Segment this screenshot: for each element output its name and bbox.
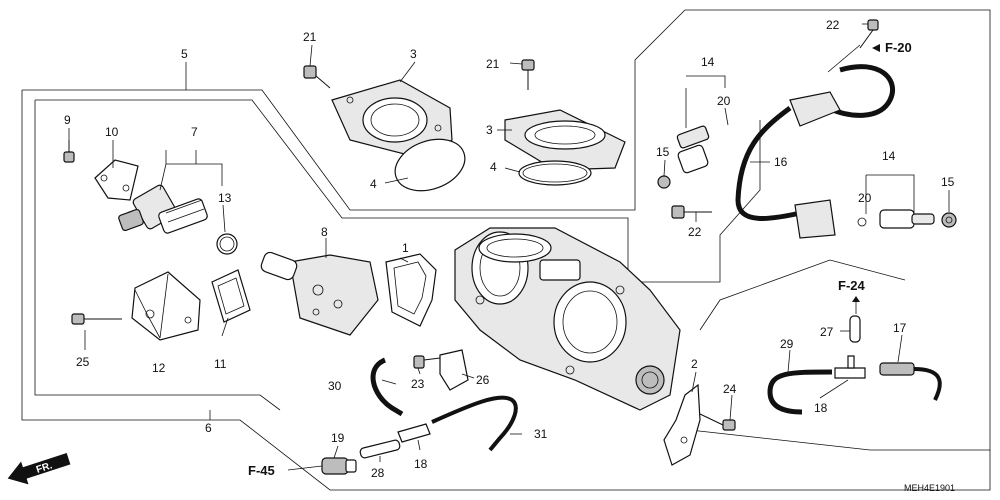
bolt-24 bbox=[699, 413, 736, 431]
bolt-22-lower bbox=[671, 205, 712, 219]
callout-27: 27 bbox=[820, 325, 834, 339]
callout-14-right: 14 bbox=[882, 149, 896, 163]
o-ring-4-center bbox=[518, 160, 592, 186]
bolt-21-left bbox=[303, 65, 331, 89]
callout-3-center: 3 bbox=[486, 123, 493, 137]
callout-12: 12 bbox=[152, 361, 166, 375]
callout-29: 29 bbox=[780, 337, 794, 351]
callout-5: 5 bbox=[181, 47, 188, 61]
callout-20-right: 20 bbox=[858, 191, 872, 205]
hose-31 bbox=[431, 395, 518, 452]
tube-27 bbox=[849, 315, 861, 343]
idle-air-control-valve bbox=[118, 184, 208, 234]
joint-19 bbox=[321, 457, 357, 475]
reference-f45: F-45 bbox=[248, 463, 275, 478]
callout-20-left: 20 bbox=[717, 94, 731, 108]
front-arrow-icon bbox=[7, 453, 71, 485]
callout-10: 10 bbox=[105, 125, 119, 139]
tee-joint-18-left bbox=[397, 423, 431, 443]
gasket-11 bbox=[211, 269, 251, 323]
callout-22-upper: 22 bbox=[826, 18, 840, 32]
bolt-23 bbox=[413, 355, 441, 369]
callout-25: 25 bbox=[76, 355, 90, 369]
callout-numbers: 1 2 3 3 4 4 5 6 7 8 9 10 11 12 13 14 14 … bbox=[64, 18, 955, 480]
callout-21-center: 21 bbox=[486, 57, 500, 71]
bolt-21-center bbox=[521, 59, 535, 90]
bracket-10 bbox=[94, 159, 139, 201]
callout-17: 17 bbox=[893, 321, 907, 335]
callout-14-left: 14 bbox=[701, 55, 715, 69]
reference-codes: F-20 F-24 F-45 bbox=[248, 40, 912, 478]
reference-f24: F-24 bbox=[838, 278, 866, 293]
callout-15-left: 15 bbox=[656, 145, 670, 159]
injector-14-left bbox=[657, 125, 710, 189]
fuel-rail-16 bbox=[735, 64, 895, 239]
callout-1: 1 bbox=[402, 241, 409, 255]
callout-7: 7 bbox=[191, 125, 198, 139]
insulator-3-center bbox=[504, 109, 626, 171]
reference-f20: F-20 bbox=[885, 40, 912, 55]
callout-11: 11 bbox=[214, 357, 227, 371]
front-direction-arrow: FR. bbox=[7, 453, 71, 485]
reference-f24-arrow bbox=[852, 296, 860, 302]
callout-19: 19 bbox=[331, 431, 345, 445]
o-ring-13 bbox=[216, 233, 238, 255]
callout-13: 13 bbox=[218, 191, 232, 205]
callout-2: 2 bbox=[691, 357, 698, 371]
callout-24: 24 bbox=[723, 382, 737, 396]
callout-4-left: 4 bbox=[370, 177, 377, 191]
callout-16: 16 bbox=[774, 155, 788, 169]
sensor-unit-8 bbox=[260, 251, 379, 336]
hose-17 bbox=[879, 362, 942, 401]
callout-18-left: 18 bbox=[414, 457, 428, 471]
tube-28 bbox=[359, 439, 401, 459]
callout-3-left: 3 bbox=[410, 47, 417, 61]
callout-21-left: 21 bbox=[303, 30, 317, 44]
callout-30: 30 bbox=[328, 379, 342, 393]
hose-30 bbox=[370, 357, 404, 417]
throttle-body bbox=[454, 227, 681, 411]
callout-8: 8 bbox=[321, 225, 328, 239]
callout-9: 9 bbox=[64, 113, 71, 127]
front-label: FR. bbox=[35, 460, 54, 476]
gasket-1 bbox=[385, 253, 437, 327]
bolt-22-upper bbox=[859, 19, 879, 49]
insulator-3-left bbox=[331, 79, 453, 159]
clip-26 bbox=[439, 349, 469, 391]
bracket-2 bbox=[663, 383, 701, 466]
screw-9 bbox=[63, 140, 75, 163]
tee-joint-18-right bbox=[834, 355, 866, 379]
callout-18-right: 18 bbox=[814, 401, 828, 415]
leader-lines bbox=[68, 23, 950, 471]
callout-26: 26 bbox=[476, 373, 490, 387]
injector-14-right bbox=[857, 209, 957, 229]
callout-6: 6 bbox=[205, 421, 212, 435]
cover-plate-12 bbox=[131, 271, 201, 341]
callout-23: 23 bbox=[411, 377, 425, 391]
o-ring-4-left bbox=[394, 138, 466, 192]
callout-22-lower: 22 bbox=[688, 225, 702, 239]
callout-31: 31 bbox=[534, 427, 548, 441]
drawing-code: MEH4E1901 bbox=[904, 483, 955, 493]
bolt-25 bbox=[71, 313, 122, 325]
callout-28: 28 bbox=[371, 466, 385, 480]
callout-15-right: 15 bbox=[941, 175, 955, 189]
reference-f20-arrow bbox=[872, 44, 880, 52]
hose-29 bbox=[767, 369, 833, 415]
callout-4-center: 4 bbox=[490, 160, 497, 174]
